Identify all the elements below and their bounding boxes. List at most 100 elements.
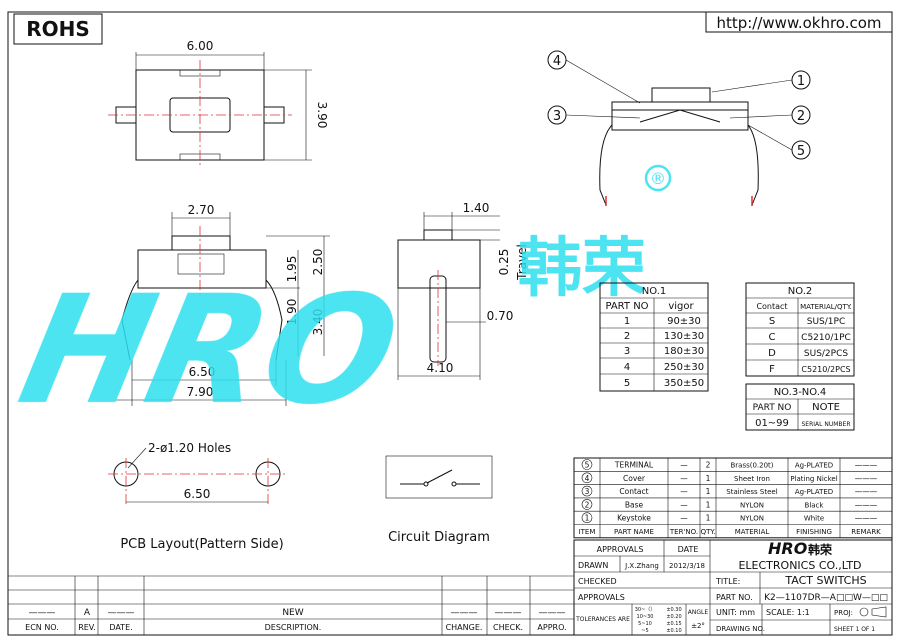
dim-7-90: 7.90 (187, 385, 214, 399)
bom-cell-item: 4 (585, 474, 590, 483)
watermark-chinese: 韩荣 (518, 232, 646, 306)
revision-header: DATE. (109, 623, 132, 632)
title-drawn-by: J.X.Zhang (624, 562, 659, 570)
circuit-caption: Circuit Diagram (388, 530, 490, 545)
bom-cell-ter: — (680, 514, 688, 523)
bom-cell-qty: 1 (706, 487, 711, 496)
bom-cell-qty: 1 (706, 500, 711, 509)
table-no2-border (745, 282, 855, 377)
table-cell: C (769, 332, 776, 343)
table-no2-header-material: MATERIAL/QTY. (800, 303, 852, 311)
bom-cell-ter: — (680, 474, 688, 483)
title-approvals-header: APPROVALS (597, 545, 644, 554)
bom-header: FINISHING (796, 528, 832, 536)
company-logo-chinese: 韩荣 (808, 542, 833, 557)
circuit-terminal-left (423, 481, 429, 487)
part-number: K2—1107DR—A□□W—□□ (764, 593, 888, 603)
circuit-terminal-right (451, 481, 457, 487)
table-cell: 90±30 (667, 316, 701, 327)
angle-tolerance: ±2° (691, 622, 705, 630)
circuit-diagram: Circuit Diagram (385, 455, 493, 545)
callout-1: 1 (797, 74, 805, 89)
revision-header: CHANGE. (446, 623, 483, 632)
bom-cell-qty: 2 (706, 461, 711, 470)
circuit-switch-contact (426, 469, 453, 484)
callout-circle-2 (791, 105, 811, 125)
dim-0-70: 0.70 (487, 309, 514, 323)
callout-leader-4 (565, 59, 641, 104)
unit-label: UNIT: mm (716, 608, 755, 617)
dim-1-90: 1.90 (285, 299, 299, 326)
bom-cell-material: Brass(0.20t) (730, 462, 773, 470)
dim-6-50-pcb: 6.50 (184, 487, 211, 501)
bom-cell-qty: 1 (706, 474, 711, 483)
projection-cone-icon (871, 606, 887, 618)
table-cell: SUS/2PCS (804, 349, 848, 359)
revision-header: ECN NO. (25, 623, 59, 632)
table-no34: NO.3-NO.4 PART NO NOTE 01~99 SERIAL NUMB… (745, 383, 855, 431)
bom-header: ITEM (579, 528, 596, 536)
dim-height-3-90: 3.90 (315, 102, 329, 129)
pcb-holes-leader (127, 447, 147, 469)
table-no2-header-contact: Contact (756, 302, 787, 311)
title-block: APPROVALS DATE DRAWN J.X.Zhang 2012/3/18… (573, 539, 893, 636)
bom-cell-finishing: Plating Nickel (790, 475, 837, 483)
hro-watermark: HRO 韩荣 ® (7, 164, 672, 438)
front-view-terminal-right (265, 279, 283, 361)
bom-cell-name: Cover (623, 474, 646, 483)
section-terminal-left (599, 124, 613, 206)
bom-cell-name: Contact (619, 487, 648, 496)
title-checked-label: CHECKED (578, 577, 617, 586)
bom-cell-remark: ——— (855, 487, 878, 496)
bom-cell-finishing: Black (805, 501, 825, 509)
revision-rev: A (84, 608, 91, 618)
table-cell: S (769, 316, 775, 327)
title-approvals-label: APPROVALS (578, 593, 625, 602)
company-name: ELECTRONICS CO.,LTD (738, 559, 861, 572)
top-view: 6.00 3.90 (108, 39, 329, 168)
bom-item-circle (581, 512, 593, 524)
table-cell: 3 (624, 346, 630, 357)
revision-description: NEW (282, 608, 303, 618)
side-view-body (397, 239, 481, 289)
part-no-label: PART NO. (716, 593, 753, 602)
revision-cell: ——— (108, 608, 135, 618)
revision-cell: ——— (539, 608, 566, 618)
company-logo: HRO (768, 539, 808, 558)
table-cell: C5210/2PCS (801, 365, 850, 374)
revision-cell: ——— (451, 608, 478, 618)
bom-cell-material: NYLON (740, 515, 764, 523)
callout-circle-5 (791, 140, 811, 160)
title-block-border (573, 539, 893, 636)
bom-cell-remark: ——— (855, 514, 878, 523)
projection-symbol-icon (859, 607, 869, 617)
callout-circle-1 (791, 70, 811, 90)
bom-cell-finishing: Ag-PLATED (795, 462, 833, 470)
projection-label: PROJ: (834, 609, 853, 617)
section-view: 1 2 3 4 5 (547, 50, 811, 206)
watermark-hro: HRO (7, 263, 413, 438)
side-view: 1.40 0.25 Travel 0.70 4.10 (397, 201, 529, 380)
bom-cell-item: 5 (585, 461, 590, 470)
revision-header: APPRO. (537, 623, 566, 632)
part-title: TACT SWITCHS (784, 574, 866, 587)
travel-label: Travel (515, 244, 529, 281)
table-no34-title: NO.3-NO.4 (774, 387, 827, 398)
callout-leader-5 (747, 124, 793, 151)
table-no2: NO.2 Contact MATERIAL/QTY. S SUS/1PC C C… (745, 282, 855, 377)
dim-6-50-front: 6.50 (189, 365, 216, 379)
callout-leader-1 (711, 79, 793, 93)
callout-leader-2 (729, 114, 793, 119)
table-cell: 250±30 (664, 362, 704, 373)
bom-cell-name: Keystoke (617, 514, 651, 523)
bom-cell-finishing: White (804, 515, 824, 523)
bom-item-circle (581, 459, 593, 470)
bom-cell-material: Sheet Iron (734, 475, 770, 483)
table-cell: 1 (624, 316, 630, 327)
bom-header: REMARK (851, 528, 881, 536)
front-view-body (137, 249, 267, 289)
rohs-box (13, 13, 103, 45)
website-url: http://www.okhro.com (716, 14, 881, 32)
bom-item-circle (581, 472, 593, 484)
